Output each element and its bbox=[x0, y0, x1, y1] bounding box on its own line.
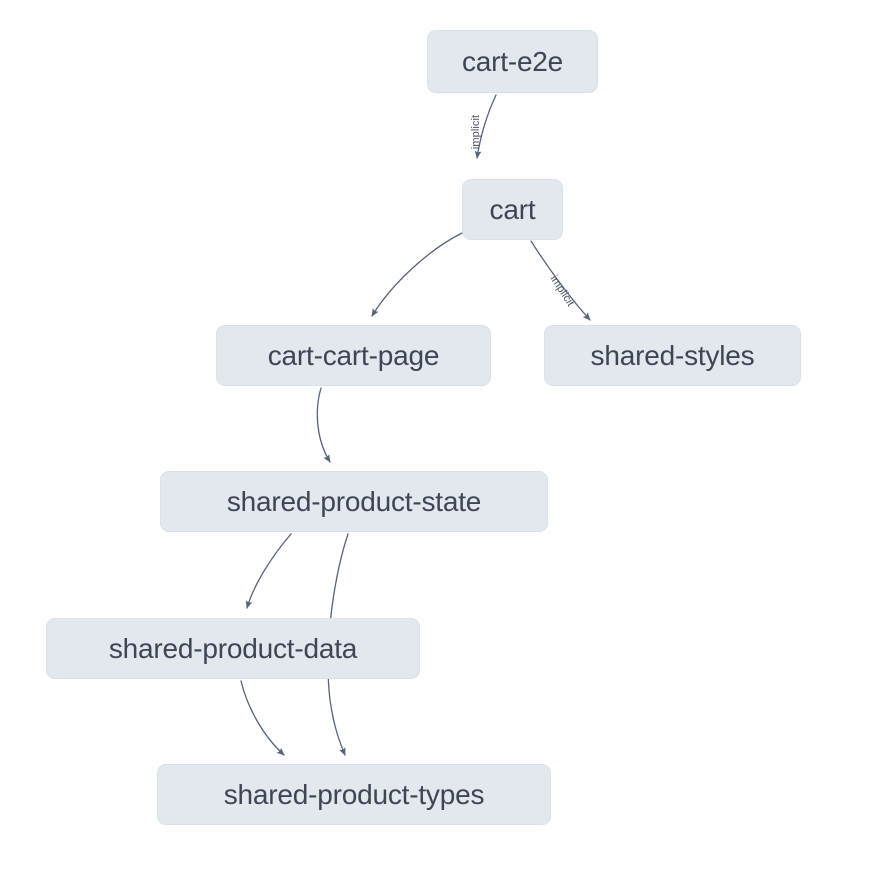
graph-node-shared-product-data[interactable]: shared-product-data bbox=[46, 618, 420, 679]
graph-node-cart-cart-page[interactable]: cart-cart-page bbox=[216, 325, 491, 386]
graph-node-shared-product-types[interactable]: shared-product-types bbox=[157, 764, 551, 825]
graph-node-cart-e2e[interactable]: cart-e2e bbox=[427, 30, 598, 93]
edge-label-implicit-cart-to-shared-styles: implicit bbox=[547, 273, 577, 309]
node-label: cart bbox=[489, 193, 536, 225]
node-label: shared-product-types bbox=[223, 778, 485, 810]
graph-node-cart[interactable]: cart bbox=[462, 179, 563, 240]
edge-cart-to-cart-cart-page bbox=[371, 232, 463, 317]
node-label: shared-product-state bbox=[226, 485, 482, 517]
edge-shared-product-state-to-shared-product-data bbox=[245, 533, 292, 609]
node-label: shared-product-data bbox=[108, 632, 358, 664]
edge-cart-cart-page-to-shared-product-state bbox=[316, 387, 331, 463]
graph-node-shared-styles[interactable]: shared-styles bbox=[544, 325, 801, 386]
edge-label-implicit-cart-e2e-to-cart: implicit bbox=[470, 114, 482, 150]
graph-node-shared-product-state[interactable]: shared-product-state bbox=[160, 471, 548, 532]
node-label: cart-cart-page bbox=[267, 339, 440, 371]
edge-shared-product-data-to-shared-product-types bbox=[240, 680, 285, 756]
node-label: shared-styles bbox=[590, 339, 755, 371]
node-label: cart-e2e bbox=[461, 45, 564, 77]
